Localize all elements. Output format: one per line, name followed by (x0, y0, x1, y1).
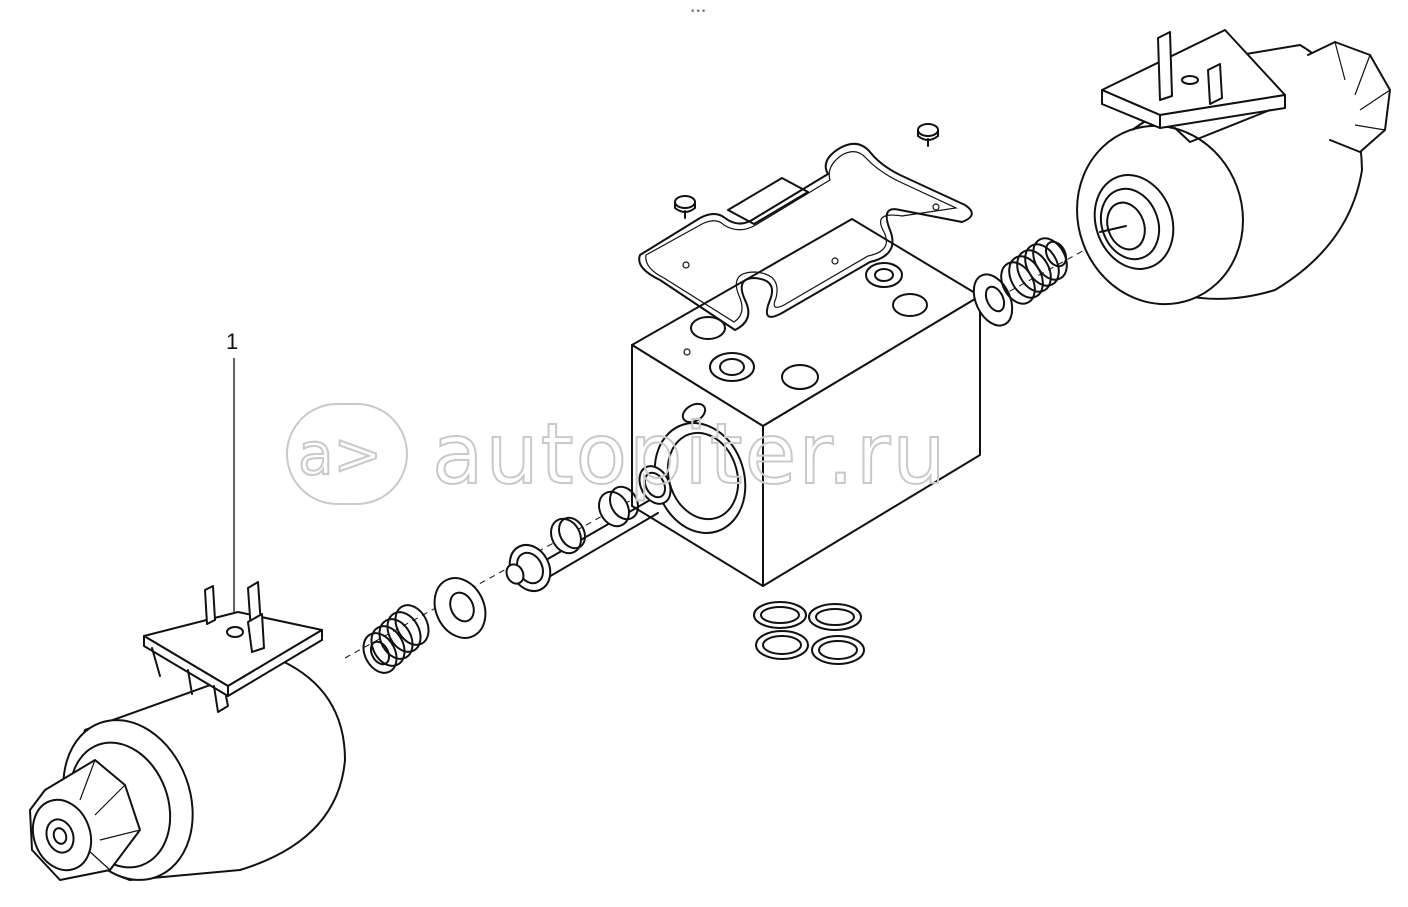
callout-1[interactable]: 1 (226, 329, 238, 612)
watermark-logo-badge (286, 403, 408, 505)
top-screw-right[interactable] (917, 123, 939, 147)
top-gasket[interactable] (638, 142, 973, 331)
spool[interactable] (502, 461, 677, 598)
header-menu-glyph[interactable]: ••• (690, 7, 706, 17)
right-spring[interactable] (994, 233, 1073, 310)
valve-body[interactable] (631, 218, 981, 587)
watermark-text: autopiter.ru (432, 405, 948, 503)
left-washer[interactable] (425, 570, 495, 646)
callout-1-label: 1 (226, 329, 238, 354)
right-connector-plug[interactable] (1101, 29, 1286, 143)
left-spring[interactable] (357, 599, 435, 678)
top-screw-left[interactable] (674, 195, 696, 219)
watermark-logo-glyph: a> (298, 420, 382, 488)
o-rings[interactable] (753, 601, 865, 665)
watermark: a> autopiter.ru (286, 403, 948, 505)
left-connector-plug[interactable] (143, 581, 323, 713)
left-solenoid-coil[interactable] (23, 659, 346, 898)
right-solenoid-coil[interactable] (1052, 41, 1391, 328)
